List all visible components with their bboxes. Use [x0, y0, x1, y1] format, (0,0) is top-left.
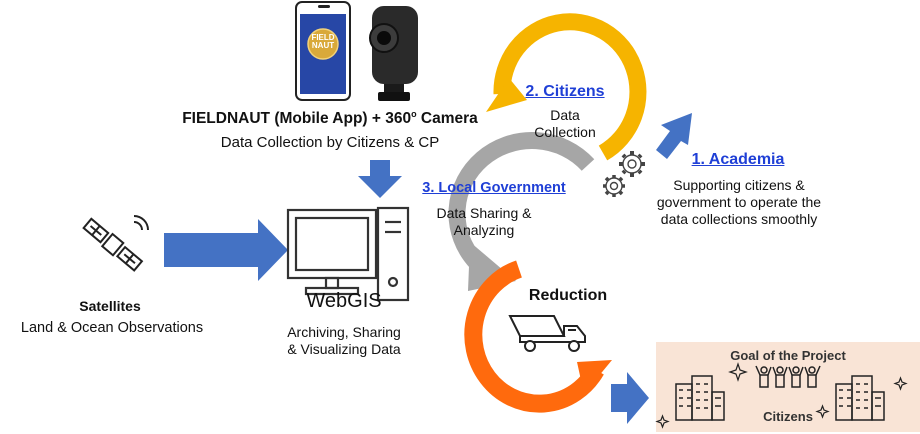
computer-icon — [286, 206, 410, 302]
fieldnaut-title-suffix: Camera — [416, 110, 478, 128]
arrow-satellites-to-webgis — [164, 219, 288, 281]
academia-label[interactable]: 1. Academia — [691, 151, 785, 168]
webgis-line1: Archiving, Sharing — [287, 324, 401, 340]
people-icon — [755, 365, 821, 388]
arrow-reduction-to-goal — [611, 372, 649, 424]
webgis-line2: & Visualizing Data — [287, 341, 401, 357]
arrow-fieldnaut-to-webgis — [358, 160, 402, 198]
goal-panel — [656, 342, 920, 432]
local-government-line2: Analyzing — [453, 222, 515, 238]
fieldnaut-title: FIELDNAUT (Mobile App) + 360o Camera — [140, 109, 520, 129]
academia-line1: Supporting citizens & — [673, 177, 805, 193]
gear-icon — [619, 151, 645, 177]
webgis-title: WebGIS — [306, 290, 382, 312]
local-government-label[interactable]: 3. Local Government — [422, 180, 566, 196]
satellite-icon — [82, 215, 149, 272]
fieldnaut-title-text: FIELDNAUT (Mobile App) + 360 — [182, 110, 412, 128]
citizens-label[interactable]: 2. Citizens — [525, 83, 605, 100]
truck-icon — [508, 315, 586, 352]
arrow-academia-to-citizens — [656, 113, 692, 159]
satellites-title: Satellites — [79, 298, 141, 314]
fieldnaut-subtitle: Data Collection by Citizens & CP — [220, 134, 440, 151]
camera-icon — [369, 6, 418, 101]
satellites-subtitle: Land & Ocean Observations — [20, 320, 204, 336]
phone-icon — [295, 1, 351, 101]
gear-icon — [603, 175, 625, 197]
local-government-line1: Data Sharing & — [436, 205, 532, 221]
academia-line3: data collections smoothly — [660, 211, 818, 227]
building-icon — [835, 375, 885, 421]
academia-line2: government to operate the — [656, 194, 822, 210]
reduction-label: Reduction — [528, 287, 608, 304]
reduction-cycle-arrow — [464, 260, 612, 413]
phone-logo: FIELD NAUT — [311, 33, 335, 50]
citizens-cycle-arrow — [486, 13, 647, 161]
sparkle-icon — [655, 362, 908, 429]
degree-sup: o — [411, 109, 417, 119]
goal-citizens-label: Citizens — [763, 409, 813, 424]
building-icon — [675, 375, 725, 421]
citizens-line1: Data — [550, 107, 580, 123]
goal-title: Goal of the Project — [730, 348, 846, 363]
citizens-line2: Collection — [534, 124, 596, 140]
